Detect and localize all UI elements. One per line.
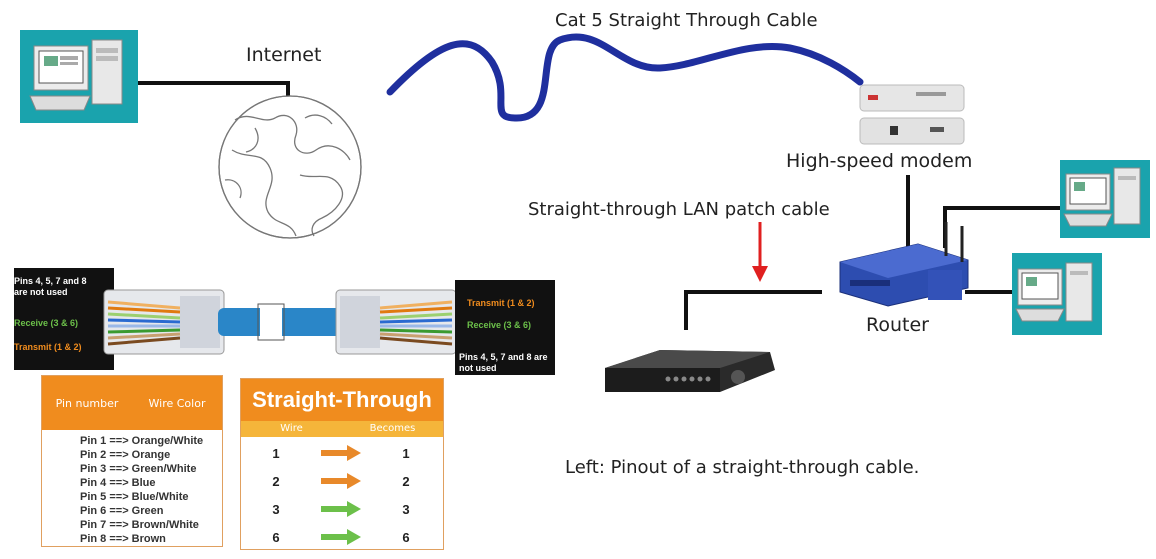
dvr-device [605, 350, 775, 392]
caption: Left: Pinout of a straight-through cable… [565, 457, 920, 478]
wire-number: 3 [272, 501, 280, 517]
computer-right-lower-icon [1012, 253, 1102, 335]
globe-icon [218, 95, 362, 239]
computer-top-left-icon [20, 30, 138, 123]
straight-through-title: Straight-Through [241, 379, 443, 421]
pin-row: Pin 1 ==> Orange/White [80, 435, 204, 447]
pin-row: Pin 5 ==> Blue/White [80, 491, 189, 503]
wire-color-heading: Wire Color [148, 396, 206, 410]
rj45-connector-pair [103, 289, 457, 355]
pin-number-heading: Pin number [55, 396, 119, 410]
straight-through-subheader: Wire Becomes [241, 421, 443, 437]
wire-number: 1 [272, 445, 280, 461]
wire-number: 2 [272, 473, 280, 489]
connector-left-panel: Pins 4, 5, 7 and 8 are not used Receive … [14, 268, 114, 370]
lan-cable-label: Straight-through LAN patch cable [528, 199, 830, 220]
wire-number: 6 [272, 529, 280, 545]
becomes-number: 1 [402, 445, 410, 461]
right-unused-note: Pins 4, 5, 7 and 8 are not used [459, 352, 548, 373]
right-arrow-icon [311, 529, 371, 545]
becomes-number: 6 [402, 529, 410, 545]
pin-row: Pin 4 ==> Blue [80, 477, 156, 489]
right-arrow-icon [311, 473, 371, 489]
cat5-cable-label: Cat 5 Straight Through Cable [555, 10, 818, 31]
lan-patch-cable [684, 290, 822, 330]
pin-row: Pin 6 ==> Green [80, 505, 164, 517]
internet-label: Internet [246, 44, 322, 66]
right-arrow-icon [311, 501, 371, 517]
pin-row: Pin 7 ==> Brown/White [80, 519, 199, 531]
becomes-number: 3 [402, 501, 410, 517]
connector-right-panel: Transmit (1 & 2) Receive (3 & 6) Pins 4,… [455, 280, 555, 375]
modem-device [859, 84, 965, 145]
router-device [839, 222, 969, 307]
cat5-cable [386, 33, 864, 122]
red-arrow-head [752, 266, 768, 282]
left-transmit-label: Transmit (1 & 2) [14, 342, 82, 352]
computer-right-upper-icon [1060, 160, 1150, 238]
wire-heading: Wire [280, 423, 303, 434]
right-receive-label: Receive (3 & 6) [467, 320, 532, 330]
becomes-heading: Becomes [369, 423, 416, 434]
pin-row: Pin 8 ==> Brown [80, 533, 166, 545]
left-receive-label: Receive (3 & 6) [14, 318, 79, 328]
left-unused-note: Pins 4, 5, 7 and 8 are not used [14, 276, 87, 297]
pin-color-table: Pin number Wire Color Pin 1 ==> Orange/W… [41, 375, 223, 547]
right-transmit-label: Transmit (1 & 2) [467, 298, 535, 308]
pin-table-header: Pin number Wire Color [42, 376, 222, 430]
router-label: Router [866, 314, 929, 336]
becomes-number: 2 [402, 473, 410, 489]
pin-row: Pin 3 ==> Green/White [80, 463, 197, 475]
pin-row: Pin 2 ==> Orange [80, 449, 171, 461]
right-arrow-icon [311, 445, 371, 461]
modem-label: High-speed modem [786, 150, 973, 172]
